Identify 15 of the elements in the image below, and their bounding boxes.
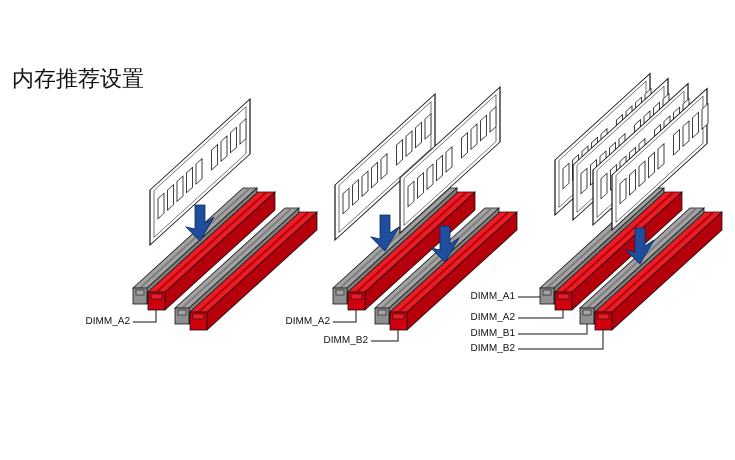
slot-label: DIMM_B1 bbox=[470, 328, 515, 340]
slot-label: DIMM_A1 bbox=[470, 291, 515, 303]
slot-label: DIMM_B2 bbox=[324, 335, 368, 347]
leader-line bbox=[332, 310, 356, 322]
page-title: 内存推荐设置 bbox=[12, 66, 144, 94]
slot-label: DIMM_A2 bbox=[470, 312, 515, 324]
leader-line bbox=[518, 324, 588, 334]
slot-label: DIMM_A2 bbox=[86, 316, 130, 328]
slot-label: DIMM_A2 bbox=[286, 316, 330, 328]
leader-line bbox=[518, 330, 604, 350]
leader-line bbox=[370, 330, 398, 342]
leader-line bbox=[132, 310, 156, 322]
leader-line bbox=[518, 310, 564, 318]
slot-label: DIMM_B2 bbox=[470, 343, 515, 355]
leader-line bbox=[518, 296, 540, 298]
